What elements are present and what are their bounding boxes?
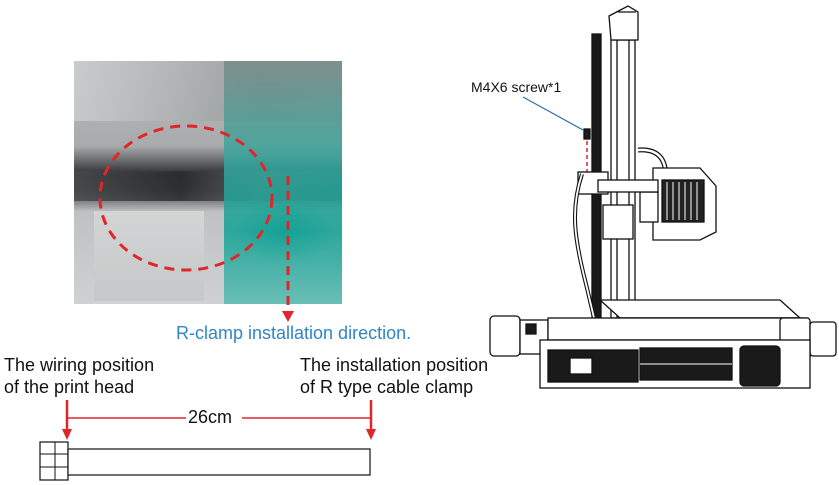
print-head-photo [74, 61, 342, 304]
installation-position-label-line1: The installation position [300, 355, 489, 375]
printer-illustration [489, 5, 837, 389]
wiring-position-label-line2: of the print head [4, 377, 135, 397]
photo-region [94, 211, 204, 301]
photo-region [224, 61, 342, 304]
left-arrow-head [62, 429, 72, 440]
screw-label: M4X6 screw*1 [471, 79, 562, 95]
screw-leader-line [522, 96, 584, 131]
highlight-circle [98, 124, 274, 272]
right-arrow-head [366, 429, 376, 440]
distance-label: 26cm [188, 407, 233, 427]
connector-block [39, 441, 69, 481]
wiring-position-label-line1: The wiring position [4, 355, 155, 375]
installation-position-label-line2: of R type cable clamp [300, 377, 474, 397]
cable-body [67, 448, 371, 476]
clamp-direction-label: R-clamp installation direction. [176, 323, 412, 343]
direction-arrow-head [282, 311, 294, 322]
